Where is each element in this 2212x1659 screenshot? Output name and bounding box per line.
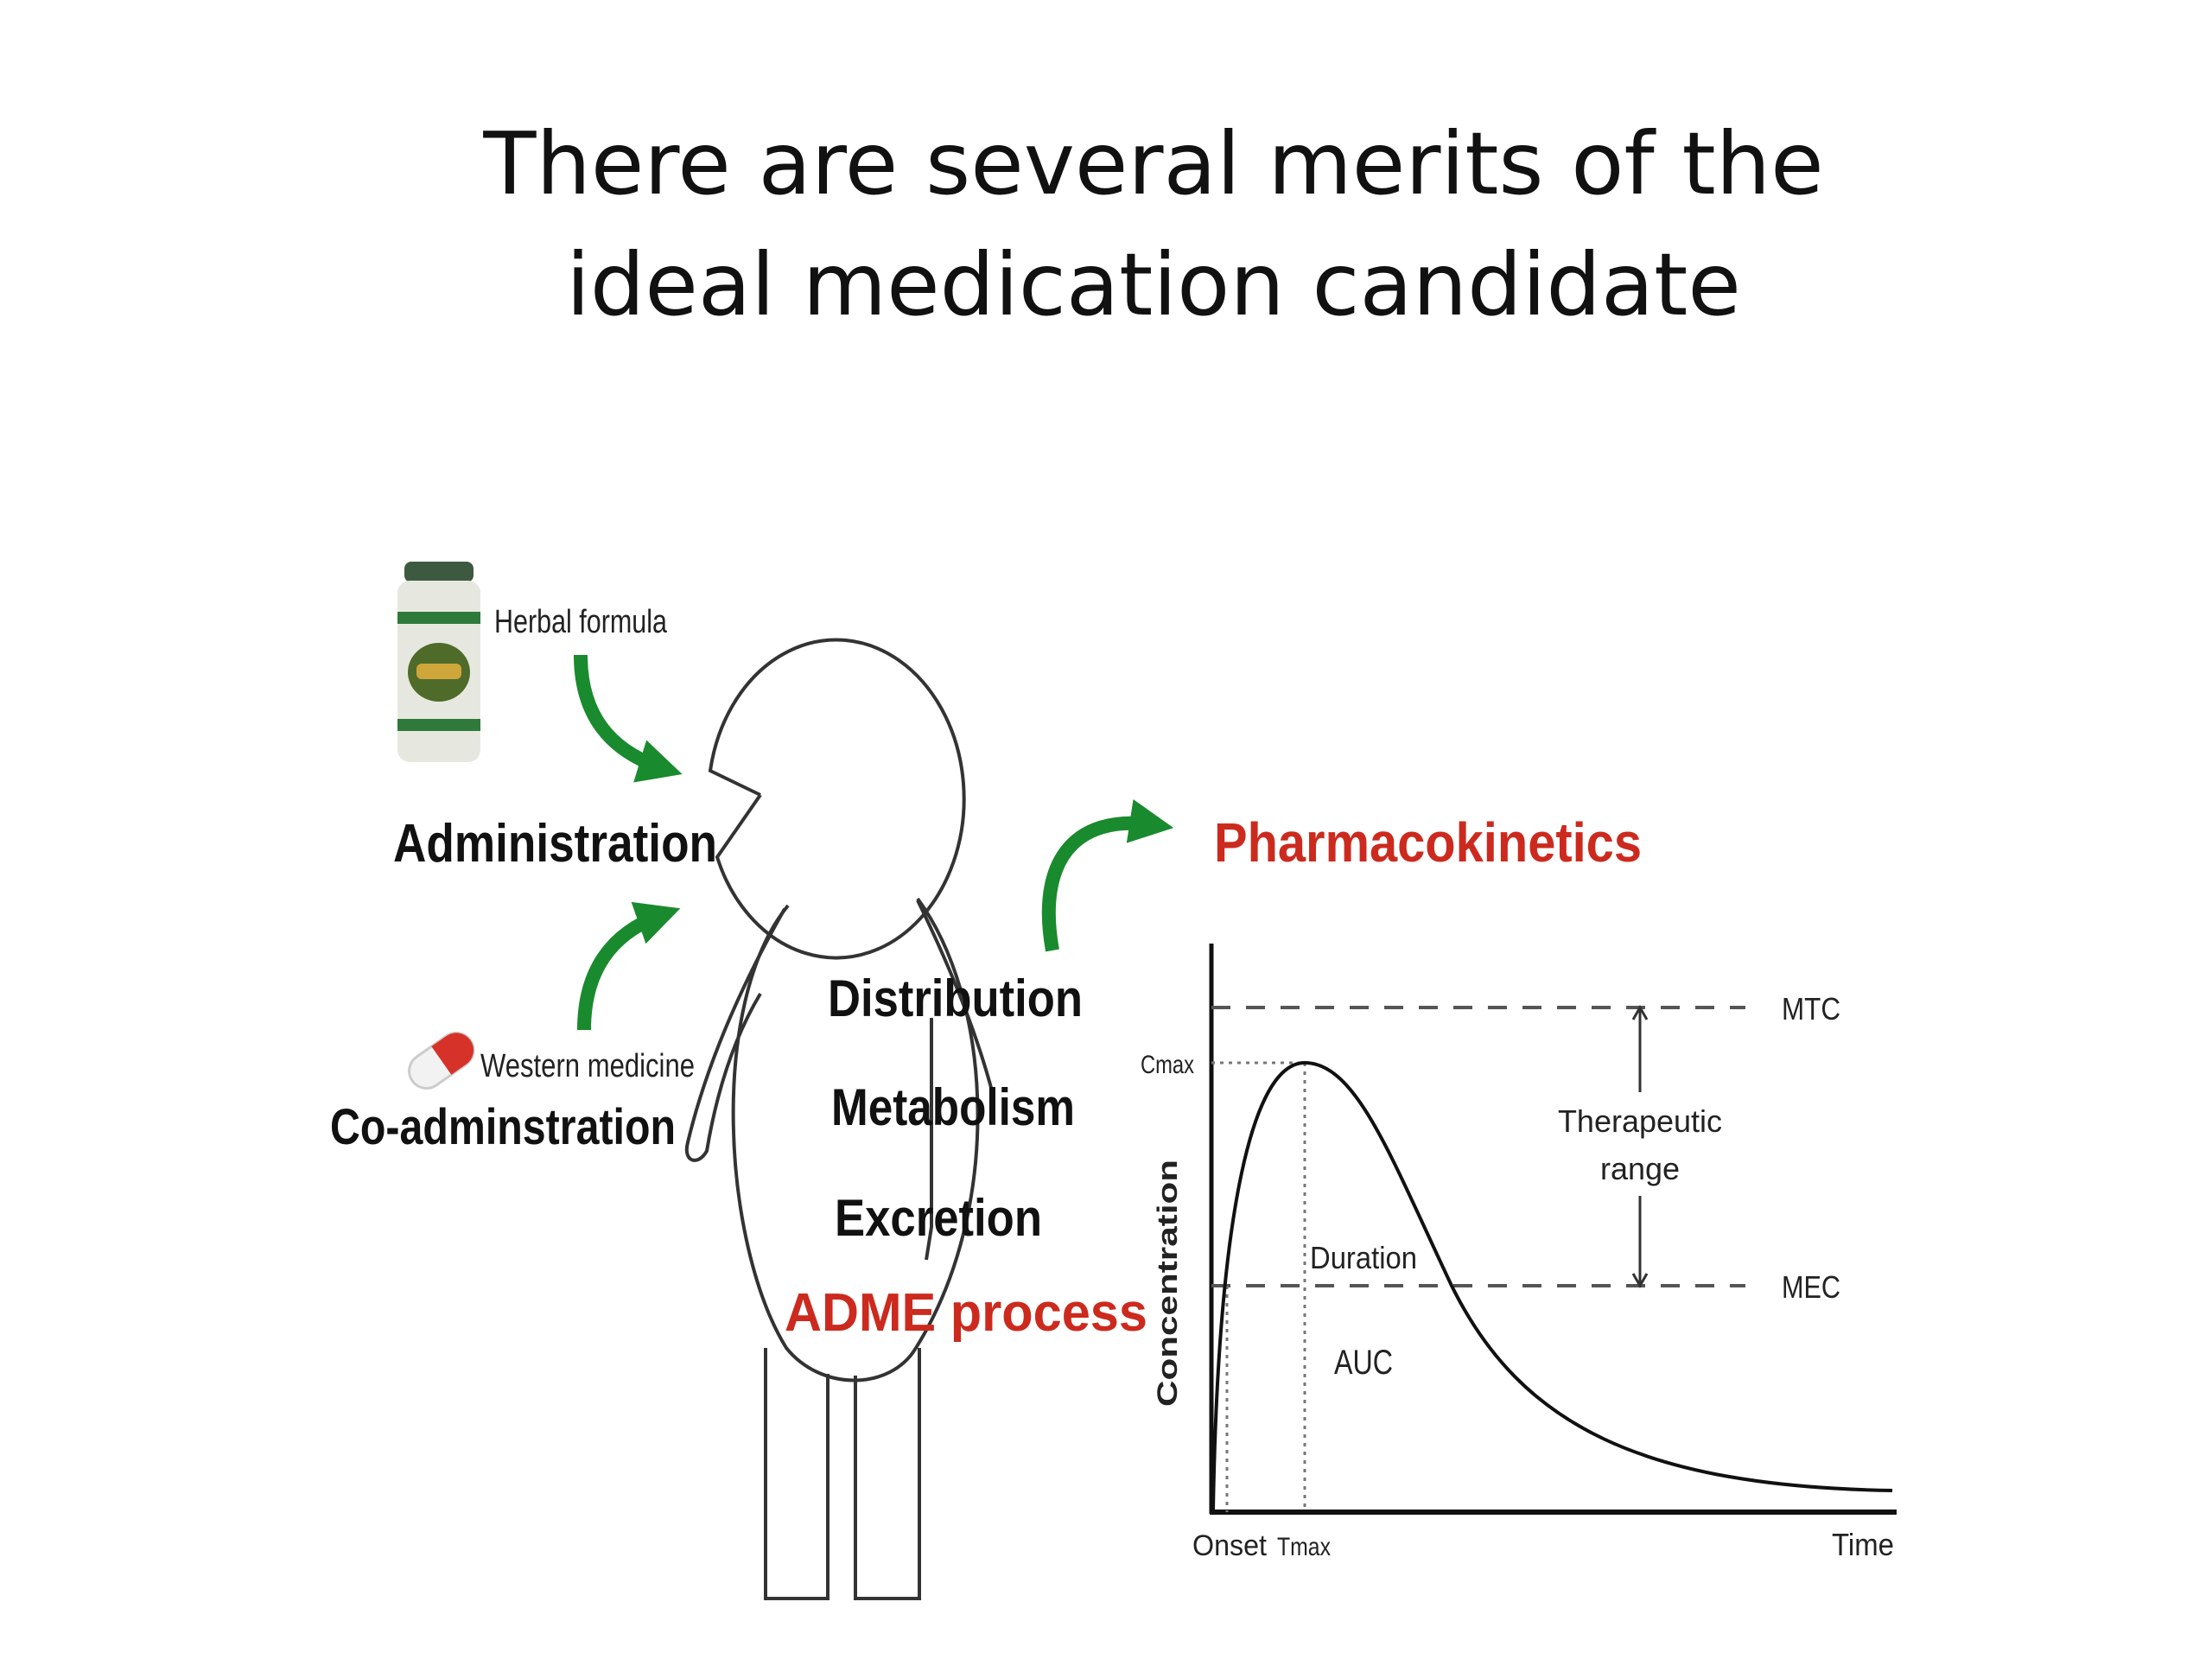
pk-plot [1209, 944, 1897, 1515]
figure-right-arm [916, 899, 995, 1098]
figure-center-line [925, 1018, 933, 1261]
excretion-label: Excretion [835, 1189, 1042, 1247]
distribution-label: Distribution [828, 969, 1083, 1027]
herbal-bottle-icon [397, 562, 480, 762]
pk-cmax-label: Cmax [1141, 1051, 1194, 1079]
pk-duration-label: Duration [1310, 1240, 1417, 1275]
western-medicine-label: Western medicine [480, 1048, 695, 1084]
figure-right-leg [854, 1348, 921, 1600]
pk-time-label: Time [1832, 1527, 1894, 1562]
figure-left-arm [684, 908, 786, 1162]
metabolism-label: Metabolism [831, 1078, 1075, 1136]
human-figure [684, 638, 995, 1600]
pk-mtc-label: MTC [1782, 991, 1840, 1027]
arrow-herbal-to-mouth [574, 654, 683, 783]
pk-concentration-curve [1211, 1060, 1893, 1511]
figure-body [731, 897, 980, 1382]
pk-therapeutic-label-1: Therapeutic [1558, 1103, 1722, 1139]
pill-capsule-icon [408, 1031, 475, 1090]
pk-therapeutic-arrow-bottom [1631, 1273, 1649, 1289]
figure-head [708, 638, 966, 960]
title-line-2: ideal medication candidate [566, 234, 1741, 335]
figure-left-leg [764, 1348, 830, 1600]
arrow-to-pharmacokinetics [1041, 799, 1174, 952]
administration-label: Administration [393, 814, 717, 874]
pk-y-axis-label: Concentration [1152, 1160, 1183, 1407]
herbal-formula-label: Herbal formula [494, 604, 668, 640]
pk-mec-label: MEC [1782, 1269, 1840, 1305]
arrow-western-to-mouth [577, 901, 681, 1031]
pk-onset-label: Onset [1192, 1529, 1268, 1562]
pk-auc-label: AUC [1334, 1344, 1393, 1382]
co-administration-label: Co-adminstration [330, 1099, 676, 1155]
pk-therapeutic-label-2: range [1600, 1151, 1680, 1186]
page-title: There are several merits of the ideal me… [0, 104, 2212, 346]
pharmacokinetics-title: Pharmacokinetics [1214, 811, 1642, 874]
pk-tmax-label: Tmax [1277, 1533, 1331, 1561]
pk-therapeutic-arrow-top [1631, 1004, 1649, 1020]
title-line-1: There are several merits of the [483, 113, 1824, 214]
adme-process-label: ADME process [785, 1283, 1147, 1343]
